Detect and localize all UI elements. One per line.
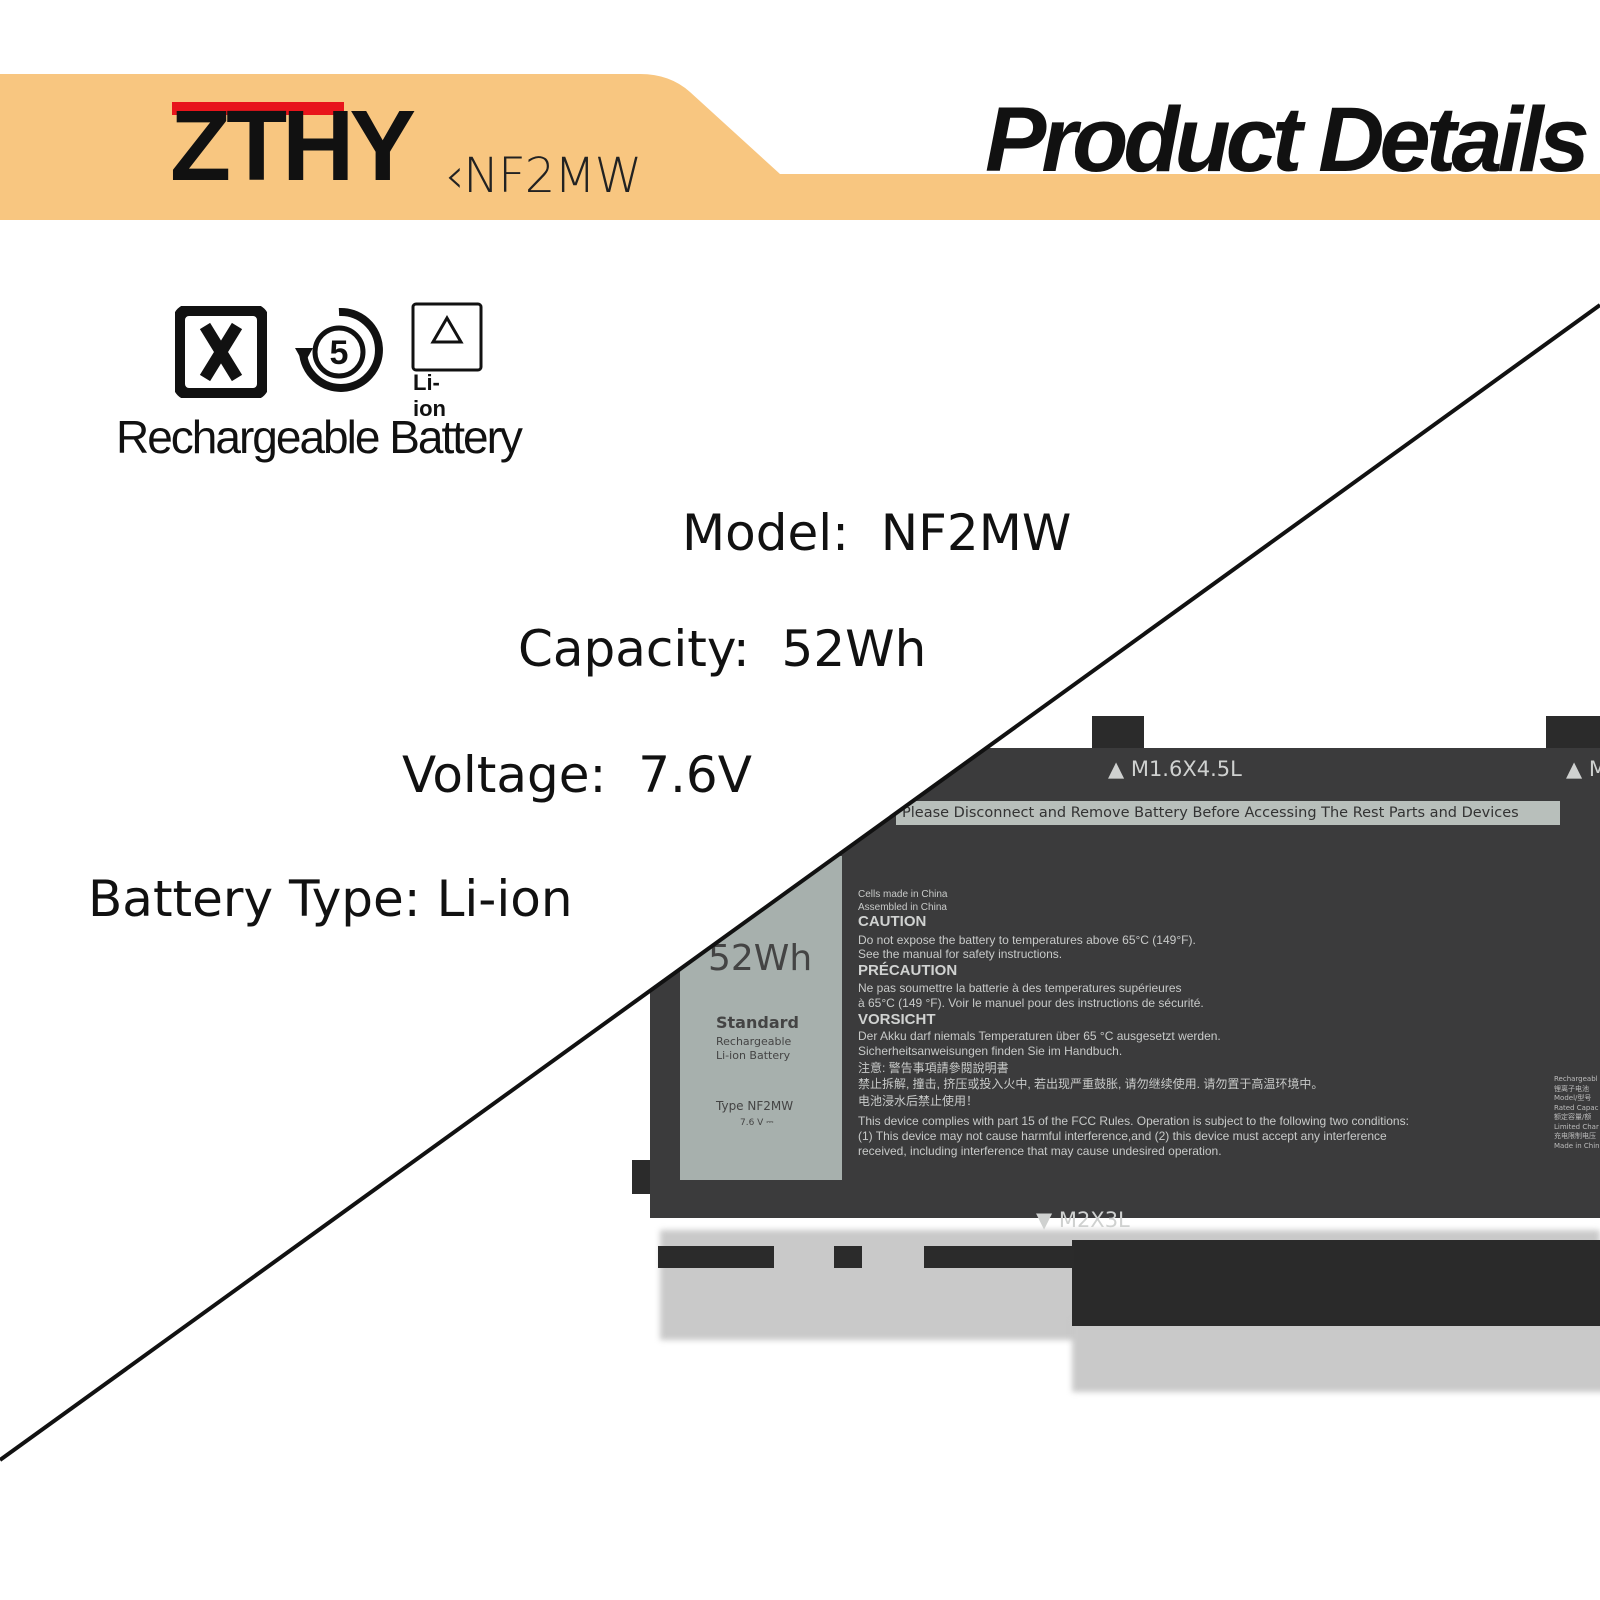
header-banner (0, 74, 1600, 220)
page-title: Product Details (985, 89, 1590, 191)
brand-logo: ZTHY (170, 90, 416, 202)
spec-capacity: Capacity: 52Wh (518, 620, 927, 678)
rechargeable-battery-caption: Rechargeable Battery (116, 411, 523, 463)
screw-label-top: ▲ M1.6X4.5L (1108, 757, 1242, 781)
model-tag: ‹NF2MW (445, 148, 642, 204)
warning-strip: Please Disconnect and Remove Battery Bef… (896, 801, 1560, 825)
li-ion-recycle-icon (411, 302, 483, 372)
screw-label-top-right: ▲ M (1566, 757, 1600, 781)
taiwan-recycle-icon (175, 306, 267, 398)
spec-battery-type: Battery Type: Li-ion (88, 870, 573, 928)
screw-label-bottom: ▼ M2X3L (1036, 1208, 1130, 1232)
china-recycle-5-icon: 5 (295, 307, 383, 392)
li-ion-label: Li-ion (413, 370, 446, 421)
spec-model: Model: NF2MW (682, 504, 1072, 562)
svg-text:5: 5 (330, 334, 349, 372)
spec-voltage: Voltage: 7.6V (402, 746, 752, 804)
brand-logo-bar (172, 102, 344, 115)
